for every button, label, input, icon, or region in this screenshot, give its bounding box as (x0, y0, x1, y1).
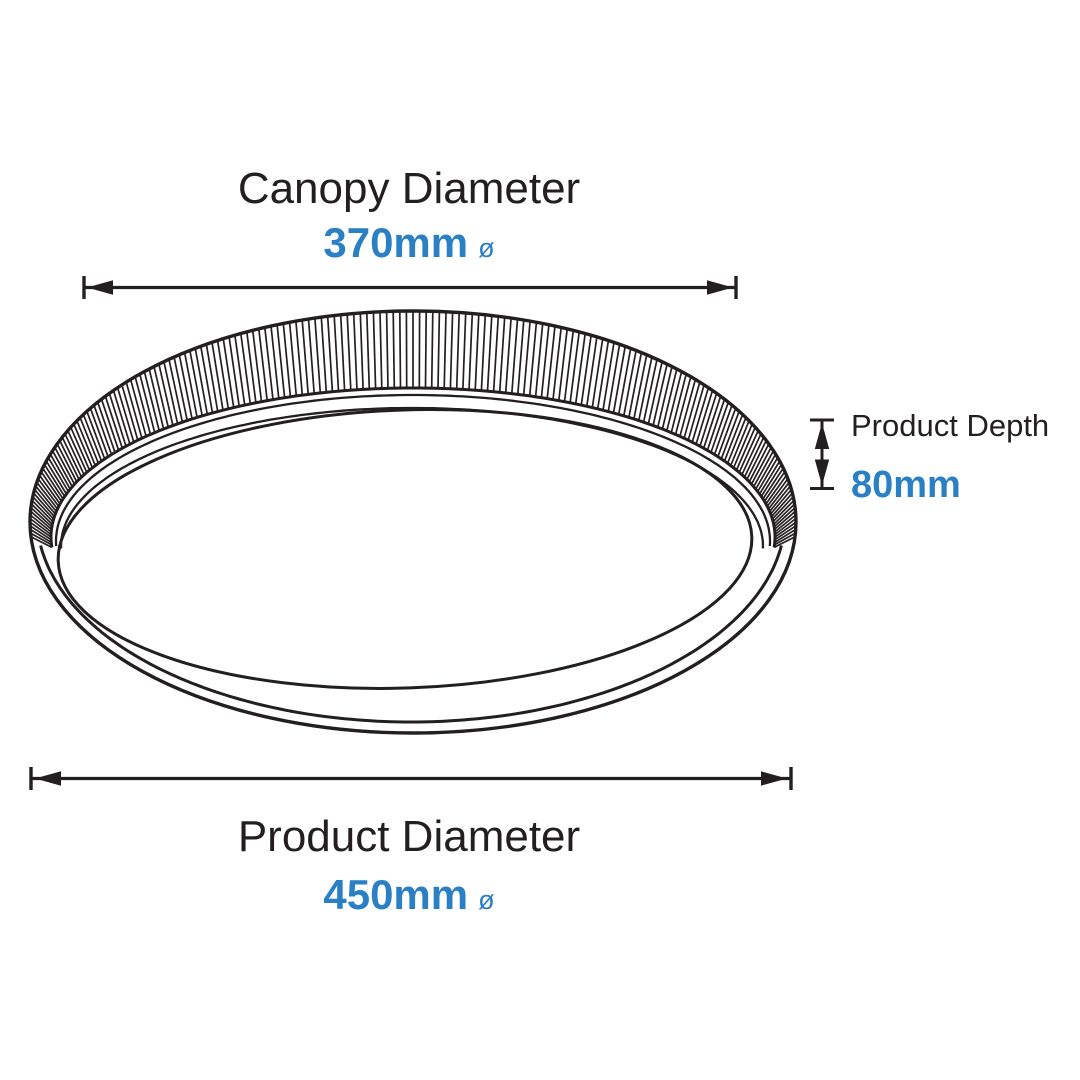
product-diameter-label: Product Diameter (237, 812, 581, 861)
depth-dimension-arrow (810, 418, 834, 490)
bottom-edge-inner (39, 545, 783, 724)
arrow-up-icon (814, 423, 830, 449)
product-depth-label: Product Depth (851, 408, 1050, 443)
product-dimension-arrow (29, 767, 793, 790)
arrow-right-icon (761, 771, 787, 786)
arrow-left-icon (87, 280, 113, 295)
product-depth-value: 80mm (851, 464, 961, 506)
arrow-down-icon (814, 459, 830, 486)
outer-silhouette (28, 309, 798, 735)
rim-line-outer (54, 393, 772, 547)
fluted-band (29, 310, 797, 549)
arrow-right-icon (707, 280, 733, 295)
lamp-drawing (28, 309, 798, 735)
diameter-symbol-icon: ø (478, 885, 495, 915)
canopy-diameter-label: Canopy Diameter (237, 164, 581, 213)
product-diameter-value: 450mm ø (58, 874, 760, 916)
band-inner-edge (49, 386, 777, 548)
arrow-left-icon (35, 771, 61, 786)
diffuser-opening (56, 408, 754, 690)
canopy-diameter-value: 370mm ø (58, 222, 760, 264)
product-diameter-number: 450mm (323, 871, 469, 918)
canopy-diameter-number: 370mm (323, 219, 469, 266)
diameter-symbol-icon: ø (478, 233, 495, 263)
canopy-dimension-arrow (82, 276, 738, 299)
